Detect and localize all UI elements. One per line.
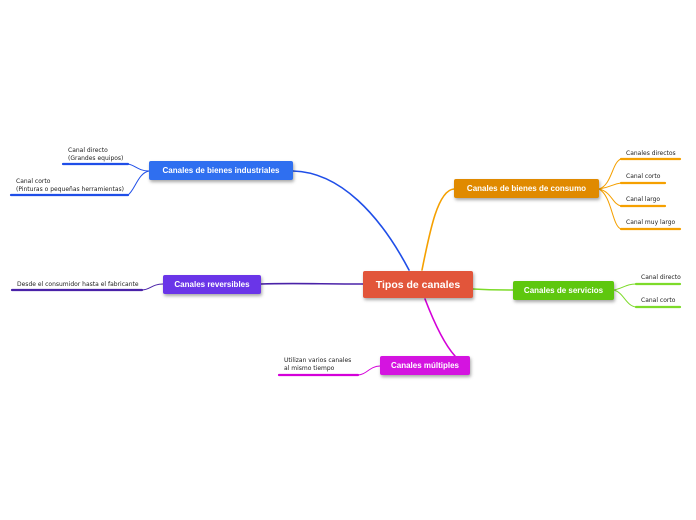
branch-canales-multiples[interactable]: Canales múltiples (380, 356, 470, 375)
leaf-canal-muy-largo[interactable]: Canal muy largo (626, 219, 675, 227)
leaf-desde-consumidor-hasta-fabricante[interactable]: Desde el consumidor hasta el fabricante (17, 281, 139, 289)
leaf-text: (Grandes equipos) (68, 155, 124, 162)
leaf-canales-directos[interactable]: Canales directos (626, 150, 676, 158)
leaf-text: (Pinturas o pequeñas herramientas) (16, 186, 125, 193)
leaf-utilizan-varios-canales[interactable]: Utilizan varios canales al mismo tiempo (284, 357, 351, 373)
leaf-canal-directo-grandes-equipos[interactable]: Canal directo (Grandes equipos) (68, 147, 123, 163)
leaf-canal-corto-pinturas[interactable]: Canal corto (Pinturas o pequeñas herrami… (16, 178, 124, 194)
branch-canales-bienes-industriales[interactable]: Canales de bienes industriales (149, 161, 293, 180)
connector-line (598, 182, 622, 190)
connector-line (598, 188, 622, 230)
connector-line (613, 283, 637, 291)
branch-canales-servicios[interactable]: Canales de servicios (513, 281, 614, 300)
connector-line (357, 365, 381, 376)
leaf-text: Canal corto (16, 178, 51, 185)
connector-line (598, 158, 622, 190)
leaf-text: Canal directo (68, 147, 108, 154)
leaf-canal-largo[interactable]: Canal largo (626, 196, 660, 204)
leaf-text: Canal corto (641, 297, 676, 304)
leaf-text: al mismo tiempo (284, 365, 335, 372)
leaf-text: Canal muy largo (626, 219, 676, 226)
connector-line (141, 283, 164, 291)
leaf-text: Canales directos (626, 150, 676, 157)
connector-line (472, 288, 514, 291)
leaf-servicios-canal-corto[interactable]: Canal corto (641, 297, 675, 305)
leaf-text: Canal corto (626, 173, 661, 180)
connector-line (127, 170, 150, 196)
connector-line (613, 289, 637, 308)
connector-line (127, 163, 150, 172)
central-topic[interactable]: Tipos de canales (363, 271, 473, 298)
connector-line (424, 298, 456, 357)
connector-line (292, 170, 410, 271)
leaf-servicios-canal-directo[interactable]: Canal directo (641, 274, 681, 282)
leaf-canal-corto[interactable]: Canal corto (626, 173, 660, 181)
branch-canales-bienes-consumo[interactable]: Canales de bienes de consumo (454, 179, 599, 198)
leaf-text: Canal directo (641, 274, 681, 281)
leaf-text: Desde el consumidor hasta el fabricante (17, 281, 139, 288)
leaf-text: Utilizan varios canales (284, 357, 352, 364)
connector-line (421, 188, 455, 271)
connector-line (598, 188, 622, 207)
branch-canales-reversibles[interactable]: Canales reversibles (163, 275, 261, 294)
leaf-text: Canal largo (626, 196, 661, 203)
